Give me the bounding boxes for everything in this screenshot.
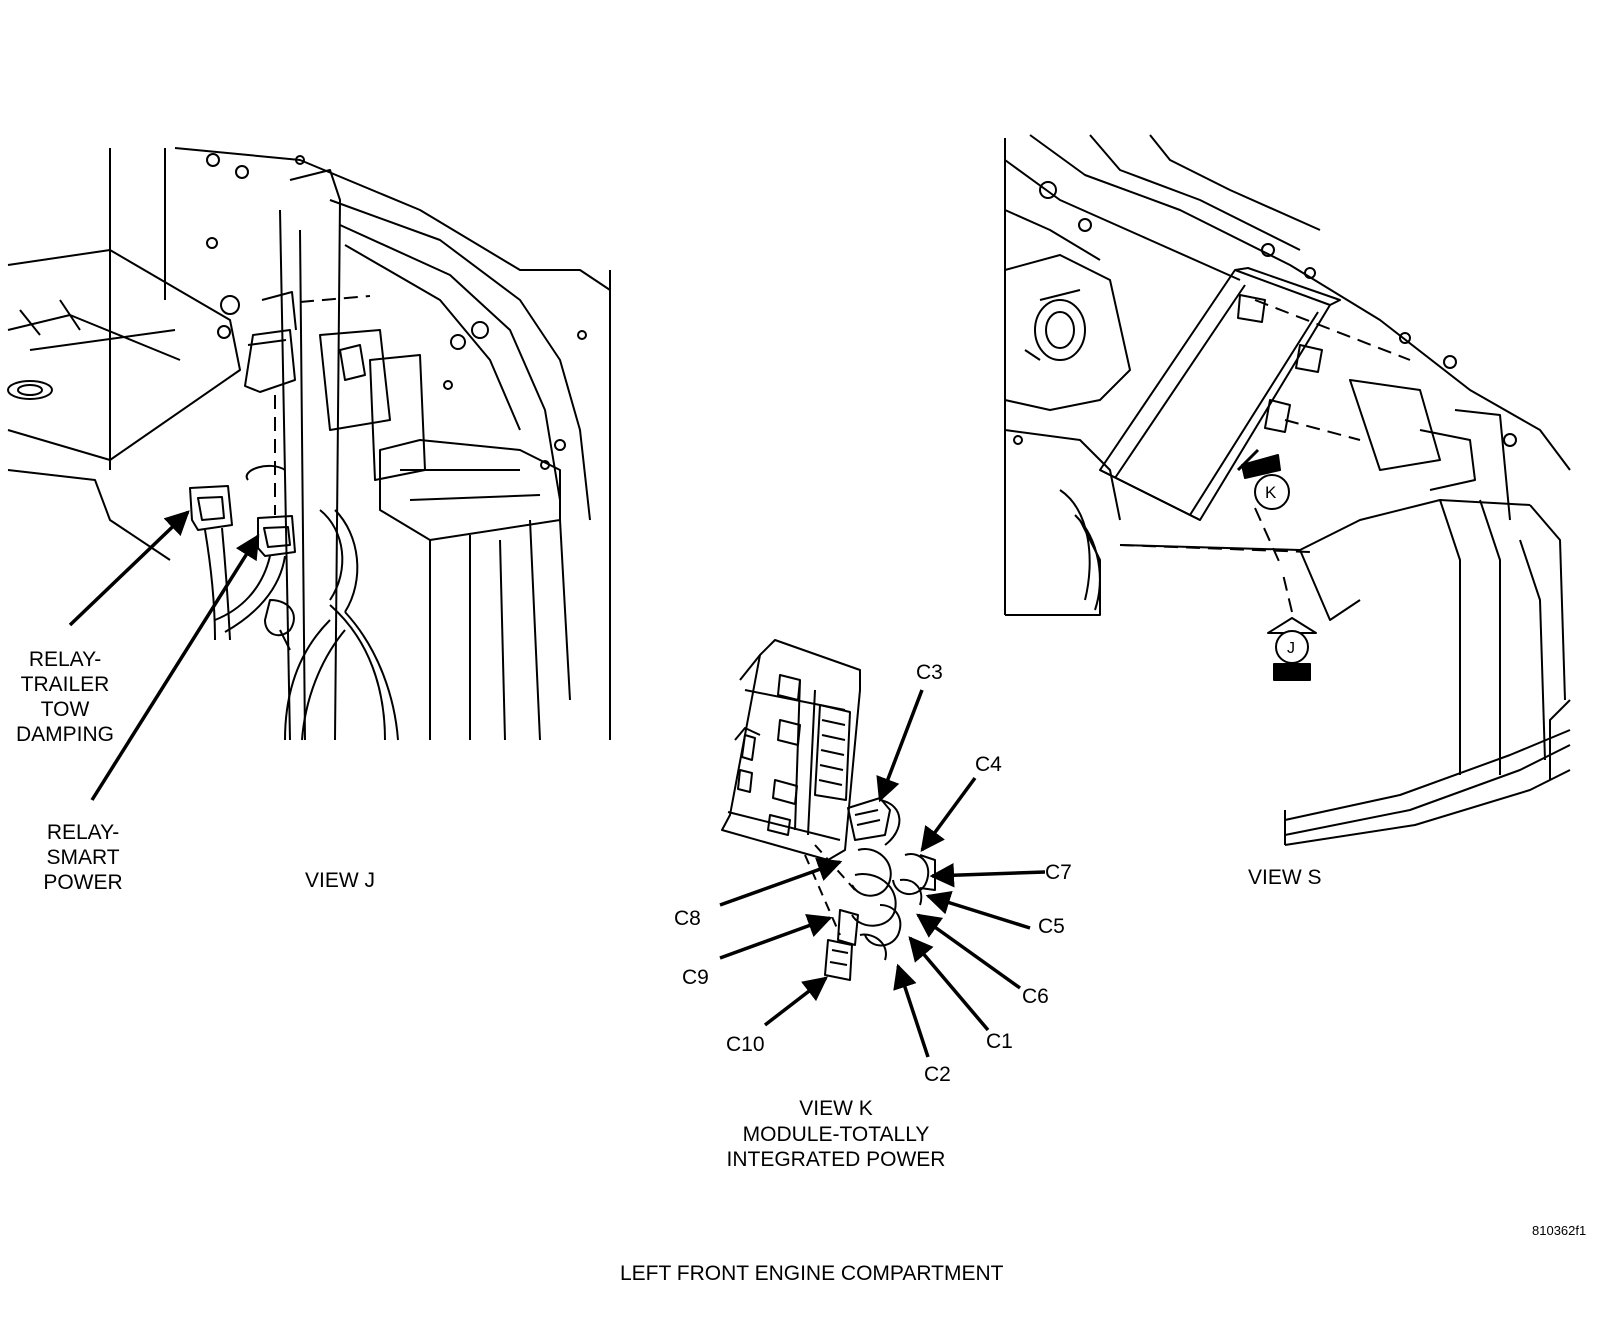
view-j-illustration xyxy=(7,147,611,741)
relay-trailer-line-4: DAMPING xyxy=(15,723,114,746)
arrow-c10 xyxy=(763,976,828,1027)
connector-label-c5: C5 xyxy=(1038,915,1065,938)
view-j-title: VIEW J xyxy=(305,869,376,892)
view-s-marker-k: K xyxy=(1265,483,1277,502)
arrow-c1 xyxy=(908,936,990,1032)
relay-smart-line-3: POWER xyxy=(43,871,123,894)
arrow-c9 xyxy=(719,914,833,960)
connector-label-c3: C3 xyxy=(916,661,943,684)
figure-caption: LEFT FRONT ENGINE COMPARTMENT xyxy=(620,1262,1004,1285)
connector-label-c9: C9 xyxy=(682,966,709,989)
view-k-illustration xyxy=(721,639,936,981)
connector-label-c6: C6 xyxy=(1022,985,1049,1008)
connector-label-c1: C1 xyxy=(986,1030,1013,1053)
arrow-c7 xyxy=(929,862,1046,888)
module-tipm-label: MODULE-TOTALLY INTEGRATED POWER xyxy=(686,1122,986,1172)
connector-label-c2: C2 xyxy=(924,1063,951,1086)
relay-trailer-line-2: TRAILER xyxy=(20,673,110,696)
arrow-c4 xyxy=(920,776,977,852)
relay-trailer-line-3: TOW xyxy=(40,698,90,721)
view-s-illustration xyxy=(1004,134,1571,846)
arrow-c5 xyxy=(925,890,1031,930)
view-s-marker-j: J xyxy=(1287,640,1295,657)
relay-smart-line-1: RELAY- xyxy=(46,821,120,844)
connector-label-c10: C10 xyxy=(726,1033,765,1056)
figure-id: 810362f1 xyxy=(1532,1223,1587,1238)
connector-label-c4: C4 xyxy=(975,753,1002,776)
view-s-title: VIEW S xyxy=(1248,866,1322,889)
arrow-c8 xyxy=(719,857,843,907)
module-line-1: MODULE-TOTALLY xyxy=(742,1123,930,1146)
arrow-c6 xyxy=(916,913,1022,990)
arrow-relay-smart xyxy=(90,533,260,801)
arrow-c2 xyxy=(893,963,930,1058)
relay-trailer-tow-damping-label: RELAY- TRAILER TOW DAMPING xyxy=(0,647,130,747)
relay-smart-line-2: SMART xyxy=(46,846,120,869)
arrow-relay-trailer xyxy=(68,510,190,627)
arrow-c3 xyxy=(876,689,924,803)
relay-trailer-line-1: RELAY- xyxy=(28,648,102,671)
view-k-title: VIEW K xyxy=(799,1097,873,1120)
connector-label-c7: C7 xyxy=(1045,861,1072,884)
connector-label-c8: C8 xyxy=(674,907,701,930)
module-line-2: INTEGRATED POWER xyxy=(726,1148,946,1171)
leader-arrows xyxy=(68,510,1046,1058)
relay-smart-power-label: RELAY- SMART POWER xyxy=(18,820,148,895)
